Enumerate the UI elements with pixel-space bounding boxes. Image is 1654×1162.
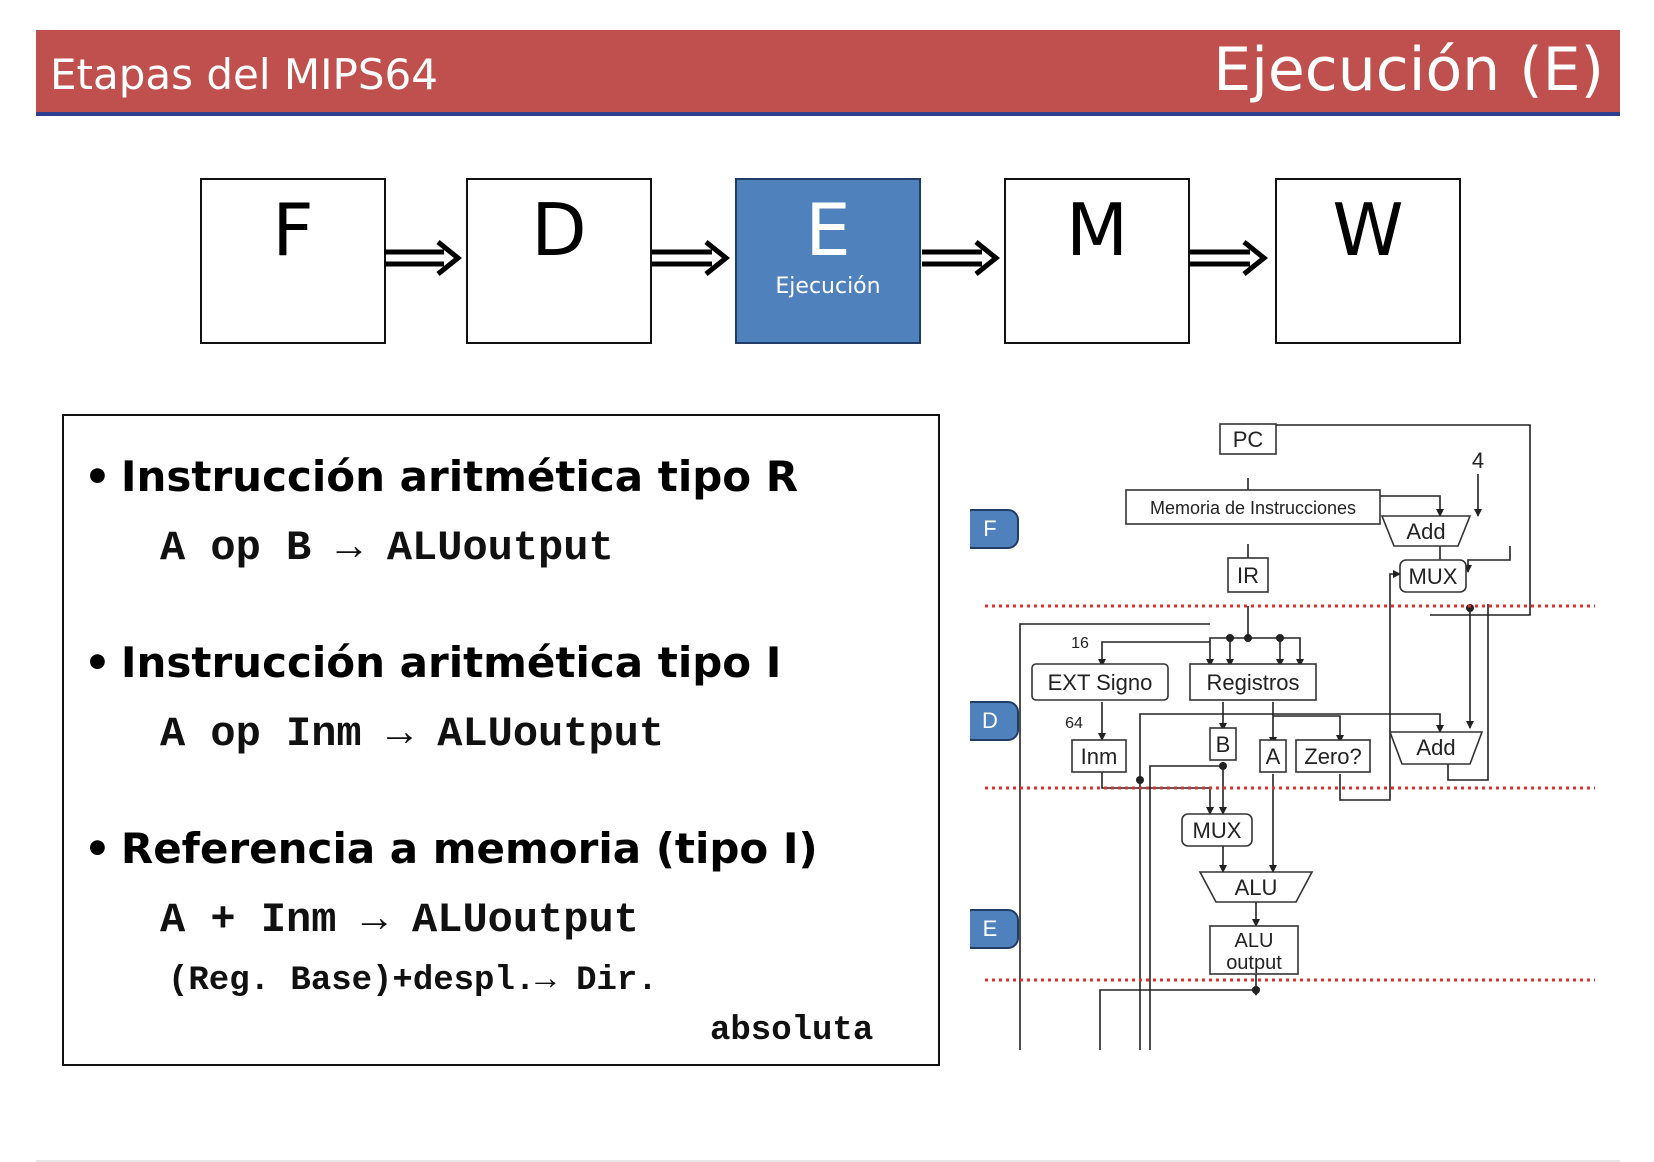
double-arrow-icon [922,240,1001,276]
alu-output-label-1: ALU [1235,930,1274,952]
double-arrow-icon [384,240,463,276]
code-memoria: A + Inm → ALUoutput [160,896,639,944]
code-memoria-detail-1: (Reg. Base)+despl.→ Dir. [168,962,658,1000]
badge-d: D [982,708,998,733]
footer-divider [36,1160,1620,1162]
section-title: Etapas del MIPS64 [50,50,438,99]
bullet-tipo-i: •Instrucción aritmética tipo I [84,638,782,687]
stage-w-box: W [1275,178,1461,344]
zero-label: Zero? [1304,744,1361,769]
bullet-tipo-r: •Instrucción aritmética tipo R [84,452,799,501]
stage-d-letter: D [531,188,587,272]
mux-top [1399,559,1467,593]
a-register [1259,739,1287,773]
const-4-label: 4 [1472,448,1484,473]
register-file [1189,663,1317,701]
badge-e: E [983,916,998,941]
alu-output-label-2: output [1226,952,1282,974]
label-64: 64 [1065,715,1083,732]
add-top [1380,515,1472,547]
header-bar [36,30,1620,116]
ir-register [1227,557,1269,593]
bullet-tipo-i-title: Instrucción aritmética tipo I [120,638,782,687]
registros-label: Registros [1207,670,1300,695]
stage-e-box: E Ejecución [735,178,921,344]
stage-w-letter: W [1332,188,1404,272]
mips-datapath-diagram: F D E PC 4 Memoria de Instrucciones Add … [970,423,1595,1050]
mux-alu [1181,813,1253,847]
instruction-types-box: •Instrucción aritmética tipo R A op B → … [62,414,940,1066]
ir-label: IR [1237,563,1259,588]
b-register [1209,727,1237,761]
double-arrow-icon [1190,240,1269,276]
badge-f: F [983,516,996,541]
instr-mem-label: Memoria de Instrucciones [1150,498,1356,518]
bullet-tipo-r-title: Instrucción aritmética tipo R [120,452,799,501]
alu-label: ALU [1235,875,1278,900]
code-memoria-detail-2: absoluta [710,1012,874,1050]
stage-m-box: M [1004,178,1190,344]
mux-top-label: MUX [1409,564,1458,589]
add-mid-label: Add [1416,735,1455,760]
stage-e-label: Ejecución [775,274,881,299]
code-tipo-r: A op B → ALUoutput [160,524,614,572]
label-16: 16 [1071,635,1089,652]
code-tipo-i: A op Inm → ALUoutput [160,710,665,758]
stage-m-letter: M [1065,188,1129,272]
stage-f-letter: F [272,188,314,272]
inm-label: Inm [1081,744,1118,769]
double-arrow-icon [652,240,731,276]
alu-output-register [1209,925,1299,975]
alu [1198,871,1314,903]
stage-f-box: F [200,178,386,344]
b-label: B [1216,732,1231,757]
bullet-memoria-title: Referencia a memoria (tipo I) [120,824,818,873]
instruction-memory [1125,489,1381,525]
add-mid [1388,731,1484,765]
pc-label: PC [1233,427,1264,452]
stage-e-letter: E [805,188,851,272]
slide-title: Ejecución (E) [1213,35,1604,105]
mux-alu-label: MUX [1193,818,1242,843]
sign-extend [1031,663,1169,701]
zero-check [1295,739,1371,773]
pc-register [1219,423,1277,455]
add-top-label: Add [1406,519,1445,544]
inm-register [1071,739,1127,773]
a-label: A [1266,744,1281,769]
bullet-memoria: •Referencia a memoria (tipo I) [84,824,818,873]
ext-signo-label: EXT Signo [1048,670,1153,695]
stage-d-box: D [466,178,652,344]
header-underline [36,112,1620,116]
